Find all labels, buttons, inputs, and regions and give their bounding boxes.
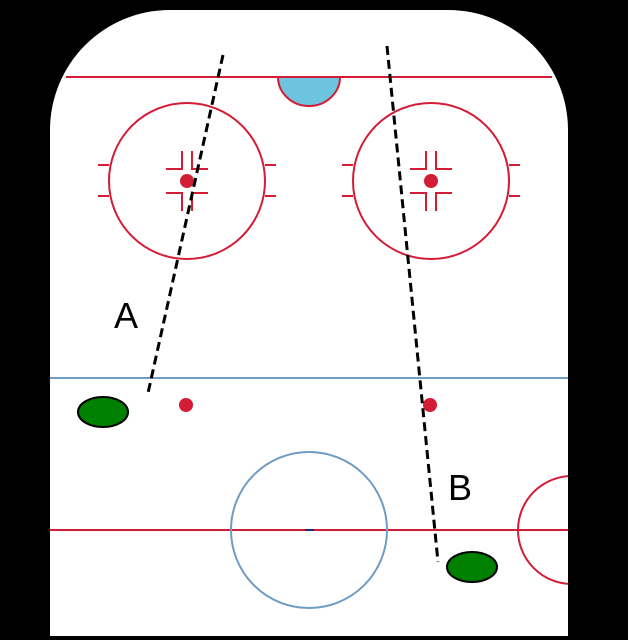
- center-faceoff-circle: [230, 451, 388, 609]
- frame-bottom: [0, 636, 628, 640]
- label-b: B: [448, 467, 472, 508]
- rink-ice-surface: [50, 10, 568, 640]
- right-faceoff-dot: [424, 174, 438, 188]
- label-a: A: [114, 295, 138, 336]
- goal-crease: [276, 76, 342, 107]
- dashed-line-b: [385, 45, 440, 563]
- neutral-zone-dot-right: [423, 398, 437, 412]
- right-faceoff-circle: [342, 102, 520, 260]
- dashed-line-a: [146, 54, 225, 394]
- frame-left: [0, 0, 50, 640]
- player-b-marker: [446, 551, 498, 583]
- left-faceoff-circle: [98, 102, 276, 260]
- player-a-marker: [77, 396, 129, 428]
- neutral-zone-dot-left: [179, 398, 193, 412]
- frame-right: [568, 0, 628, 640]
- left-faceoff-dot: [180, 174, 194, 188]
